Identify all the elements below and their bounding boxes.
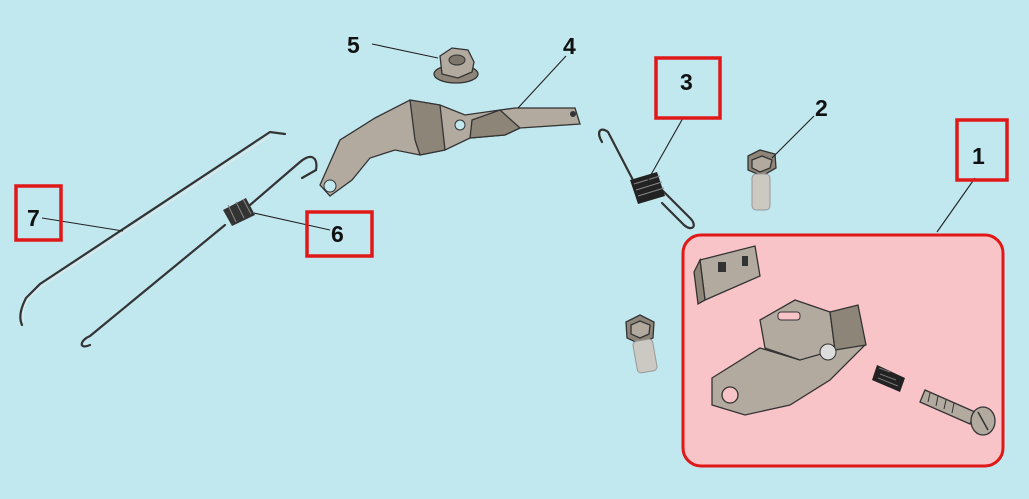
callout-1: 1 <box>972 143 985 169</box>
leader-3 <box>647 117 684 181</box>
highlight-box-6 <box>305 210 374 258</box>
highlight-box-7 <box>14 184 63 242</box>
leader-lines <box>41 43 976 233</box>
part-4-lever-bracket <box>319 99 581 197</box>
part-7-rod <box>19 130 287 327</box>
callout-6: 6 <box>331 221 344 247</box>
leader-1 <box>936 177 976 233</box>
callout-5: 5 <box>347 32 360 58</box>
callout-7: 7 <box>27 205 40 231</box>
assembly-spring <box>872 365 905 392</box>
part-6-rod-with-spring <box>80 155 318 348</box>
leader-6 <box>253 212 331 231</box>
part-1-assembly <box>681 233 1005 468</box>
assembly-screw <box>919 389 996 436</box>
part-3-return-spring <box>598 128 695 230</box>
leader-4 <box>517 55 567 109</box>
part-5-flange-nut <box>433 47 479 84</box>
highlight-box-1 <box>955 118 1009 182</box>
leader-2 <box>771 115 815 159</box>
callout-3: 3 <box>680 69 693 95</box>
loose-bolt <box>625 314 658 374</box>
leader-7 <box>41 217 124 232</box>
highlight-box-3 <box>654 56 722 120</box>
callout-4: 4 <box>563 33 576 59</box>
part-2-bolt <box>747 149 777 211</box>
callout-2: 2 <box>815 95 828 121</box>
leader-5 <box>371 43 439 59</box>
